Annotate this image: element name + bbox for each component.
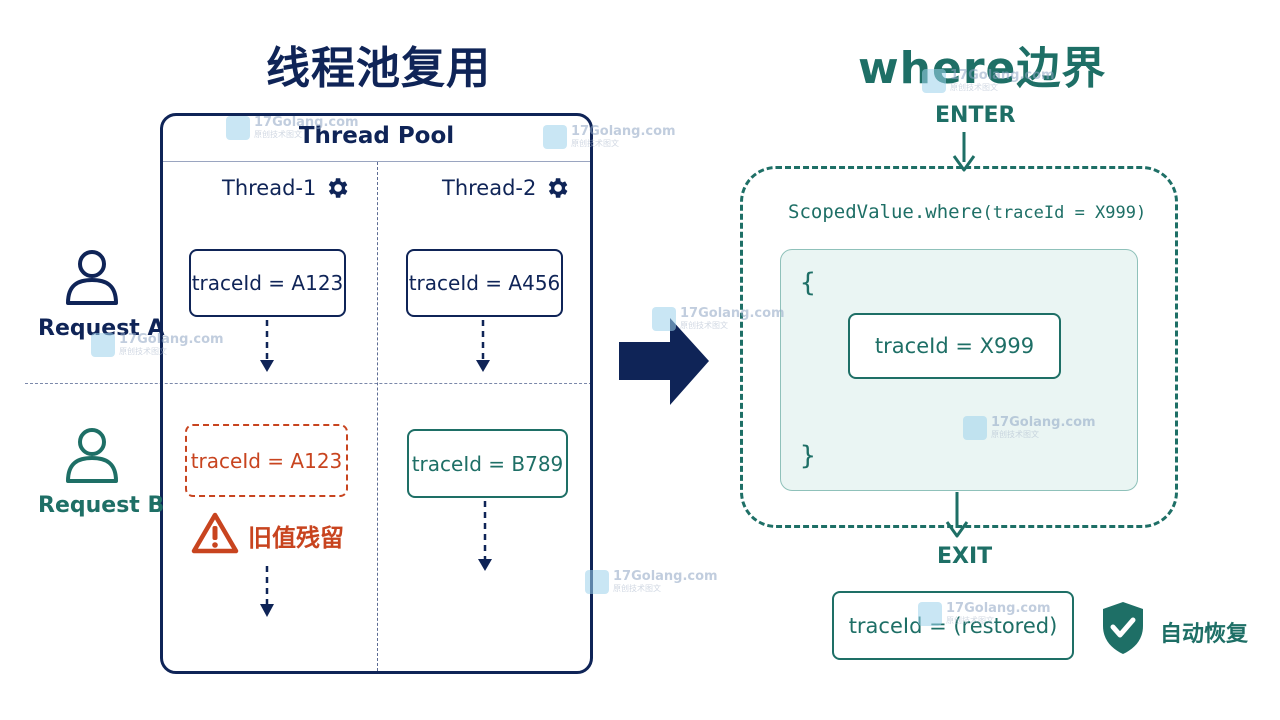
request-divider — [25, 383, 592, 384]
warning-label: 旧值残留 — [248, 524, 344, 552]
request-b-label: Request B — [38, 493, 165, 518]
arrow-head — [260, 360, 274, 372]
shield-check-icon — [1103, 602, 1143, 654]
trace-box-a-thread-1: traceId = A123 — [189, 249, 346, 317]
watermark-logo-icon — [226, 116, 250, 140]
warning-icon — [191, 512, 239, 554]
enter-arrow-head — [952, 155, 976, 172]
trace-box-scoped: traceId = X999 — [848, 313, 1061, 379]
right-title: where边界 — [858, 43, 1107, 94]
gear-icon — [549, 178, 568, 198]
trace-box-a-thread-2: traceId = A456 — [406, 249, 563, 317]
arrow-head — [476, 360, 490, 372]
enter-label: ENTER — [935, 103, 1016, 128]
scope-boundary — [740, 166, 1178, 528]
trace-box-restored: traceId = (restored) — [832, 591, 1074, 660]
auto-restore-label: 自动恢复 — [1160, 622, 1249, 647]
user-icon — [66, 250, 118, 305]
transition-arrow — [619, 318, 709, 405]
thread-2-label: Thread-2 — [442, 176, 537, 200]
thread-1-header: Thread-1 — [222, 175, 350, 201]
scoped-value-call: ScopedValue.where(traceId = X999) — [788, 201, 1146, 223]
thread-2-header: Thread-2 — [442, 175, 570, 201]
thread-divider — [377, 162, 378, 671]
gear-icon — [329, 178, 348, 198]
thread-pool-title: Thread Pool — [298, 123, 455, 149]
scoped-value-method: ScopedValue.where — [788, 201, 983, 223]
arrow-head — [478, 559, 492, 571]
pool-header-divider — [163, 161, 590, 162]
open-brace: { — [800, 268, 816, 298]
exit-label: EXIT — [937, 544, 993, 569]
scoped-value-args: (traceId = X999) — [982, 203, 1147, 223]
watermark-logo-icon — [918, 602, 942, 626]
close-brace: } — [800, 441, 816, 471]
left-title: 线程池复用 — [266, 43, 491, 94]
user-icon — [66, 428, 118, 483]
watermark-logo-icon — [922, 69, 946, 93]
watermark-logo-icon — [543, 125, 567, 149]
watermark-logo-icon — [585, 570, 609, 594]
watermark-logo-icon — [652, 307, 676, 331]
thread-1-label: Thread-1 — [222, 176, 317, 200]
arrow-head — [260, 604, 274, 617]
trace-box-b-thread-2: traceId = B789 — [407, 429, 568, 498]
watermark-logo-icon — [91, 333, 115, 357]
thread-pool-frame — [160, 113, 593, 674]
watermark-logo-icon — [963, 416, 987, 440]
trace-box-b-thread-1-stale: traceId = A123 — [185, 424, 348, 497]
